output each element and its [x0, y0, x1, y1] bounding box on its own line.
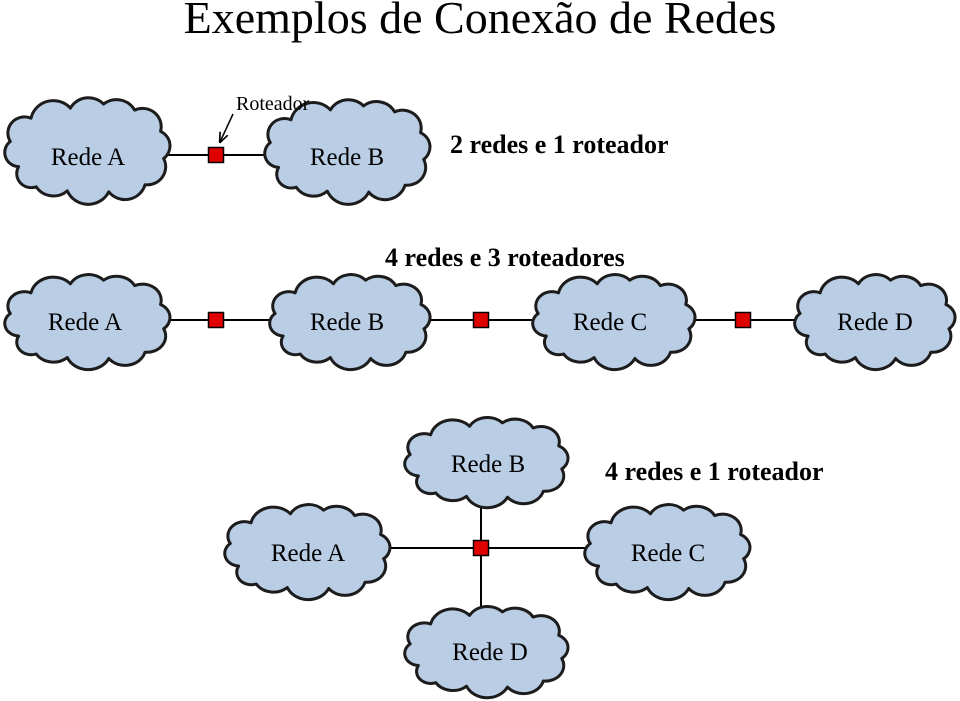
example-3-label-rede-d: Rede D	[452, 639, 528, 666]
callout-arrow-icon	[220, 113, 234, 142]
example-1-caption: 2 redes e 1 roteador	[450, 130, 669, 159]
example-2-label-rede-d: Rede D	[837, 309, 913, 336]
routers	[207, 146, 752, 557]
example-3-router-icon	[472, 539, 490, 557]
example-2-router-icon-1	[207, 311, 225, 329]
example-1-label-rede-a: Rede A	[51, 144, 125, 171]
example-3-label-rede-a: Rede A	[271, 540, 345, 567]
example-3-caption: 4 redes e 1 roteador	[605, 457, 824, 486]
router-callout-label: Roteador	[236, 93, 310, 115]
example-2-label-rede-a: Rede A	[48, 309, 122, 336]
example-2-caption: 4 redes e 3 roteadores	[385, 243, 625, 272]
example-captions: 2 redes e 1 roteador 4 redes e 3 roteado…	[385, 130, 824, 486]
slide-title: Exemplos de Conexão de Redes	[184, 0, 777, 43]
network-clouds	[3, 96, 957, 700]
example-1-router-icon	[207, 146, 225, 164]
router-callout: Roteador	[220, 93, 310, 142]
example-2-label-rede-b: Rede B	[310, 309, 384, 336]
example-2-label-rede-c: Rede C	[573, 309, 647, 336]
example-3-label-rede-c: Rede C	[631, 540, 705, 567]
example-2-router-icon-2	[472, 311, 490, 329]
network-labels: Rede A Rede B Rede A Rede B Rede C Rede …	[48, 144, 913, 666]
example-3-label-rede-b: Rede B	[451, 451, 525, 478]
example-1-label-rede-b: Rede B	[310, 144, 384, 171]
example-2-router-icon-3	[734, 311, 752, 329]
